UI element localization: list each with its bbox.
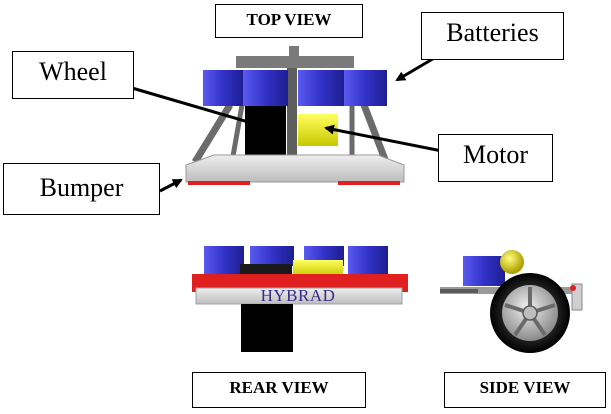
bumper-label: Bumper bbox=[3, 163, 160, 215]
arrow-bumper bbox=[159, 178, 183, 193]
side-axle-dot bbox=[570, 285, 576, 291]
battery-2 bbox=[243, 70, 288, 106]
top-frame-bar bbox=[236, 56, 354, 68]
side-view-label: SIDE VIEW bbox=[444, 372, 606, 408]
rear-wheel bbox=[241, 304, 293, 352]
batteries-label: Batteries bbox=[421, 12, 564, 60]
hybrad-label: HYBRAD bbox=[260, 286, 336, 305]
battery-3 bbox=[298, 70, 344, 106]
top-bumper bbox=[185, 154, 405, 183]
top-view-label: TOP VIEW bbox=[215, 4, 363, 38]
rear-bumper bbox=[195, 287, 403, 305]
frame-leg-right bbox=[360, 103, 390, 164]
rear-motor bbox=[293, 260, 343, 276]
top-frame-nub bbox=[289, 46, 299, 58]
center-post bbox=[287, 68, 297, 163]
arrow-batteries bbox=[395, 55, 437, 82]
callout-arrows bbox=[131, 55, 443, 193]
rear-battery-4 bbox=[348, 246, 388, 274]
arrow-wheel bbox=[131, 86, 264, 129]
rear-view-label: REAR VIEW bbox=[192, 372, 366, 408]
wheel-label: Wheel bbox=[12, 51, 134, 99]
battery-4 bbox=[344, 70, 387, 106]
side-motor bbox=[500, 250, 524, 274]
arrow-motor bbox=[324, 124, 443, 153]
side-bumper-block bbox=[571, 283, 583, 311]
top-bumper-stripe-left bbox=[188, 181, 250, 185]
top-wheel bbox=[245, 106, 286, 163]
top-bumper-stripe-right bbox=[338, 181, 400, 185]
rear-view-drawing bbox=[192, 246, 408, 352]
side-hub bbox=[522, 305, 538, 321]
side-view-drawing bbox=[440, 250, 583, 353]
motor-label: Motor bbox=[438, 134, 553, 182]
side-battery bbox=[463, 256, 505, 286]
rear-battery-1 bbox=[204, 246, 244, 274]
frame-leg-left-inner bbox=[229, 104, 245, 163]
battery-1 bbox=[203, 70, 243, 106]
rear-deck-shadow bbox=[240, 264, 292, 274]
rear-battery-2 bbox=[250, 246, 294, 266]
top-view-drawing bbox=[185, 46, 405, 185]
